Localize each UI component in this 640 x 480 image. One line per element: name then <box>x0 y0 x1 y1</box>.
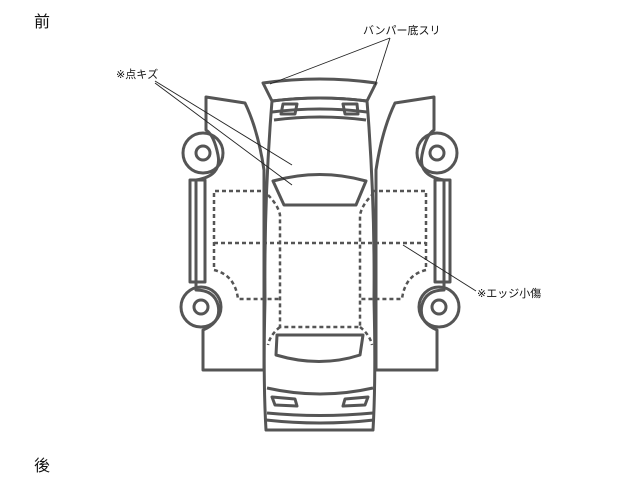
right-door-outline <box>360 189 428 301</box>
left-door-outline <box>212 189 280 301</box>
roof-outline <box>267 194 373 329</box>
left-sill <box>188 178 207 284</box>
bumper-annotation: バンパー底スリ <box>363 24 441 37</box>
rear-left-wheel <box>179 285 223 329</box>
edge-scratch-leader <box>402 244 477 292</box>
left-side-panel <box>194 95 266 372</box>
front-left-light <box>279 102 299 116</box>
point-scratch-leader-1 <box>154 80 293 166</box>
rear-left-light <box>270 395 299 408</box>
point-scratch-annotation: ※点キズ <box>116 68 159 81</box>
rear-right-light <box>341 395 370 408</box>
front-label: 前 <box>34 12 51 31</box>
point-scratch-leader-2 <box>154 82 293 186</box>
rear-window <box>274 333 365 363</box>
rear-right-wheel <box>417 285 461 329</box>
front-right-wheel <box>415 131 459 175</box>
bumper-leader-right <box>374 37 391 86</box>
bumper-leader-left <box>269 37 391 85</box>
rear-label: 後 <box>34 456 51 475</box>
right-side-panel <box>374 95 446 372</box>
front-left-wheel <box>181 131 225 175</box>
right-sill <box>433 178 452 284</box>
front-right-light <box>341 102 360 116</box>
edge-scratch-annotation: ※エッジ小傷 <box>477 287 542 300</box>
windshield <box>271 173 368 207</box>
